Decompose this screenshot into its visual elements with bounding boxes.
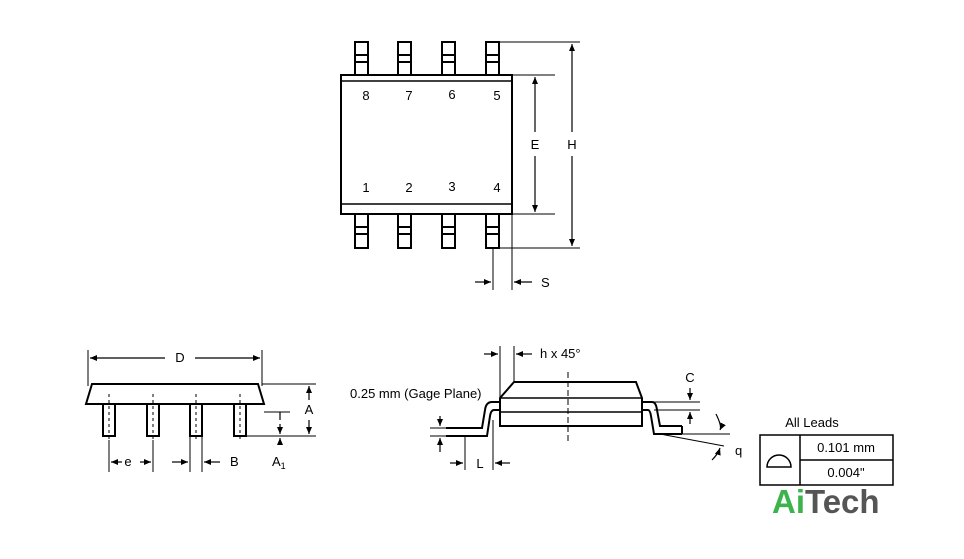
all-leads-label: All Leads: [785, 415, 839, 430]
pin-5-label: 5: [493, 88, 500, 103]
dim-a1-label: A1: [272, 454, 286, 471]
aitech-logo: AiTech: [772, 483, 880, 520]
dim-d-label: D: [175, 350, 184, 365]
side-view: [84, 350, 316, 472]
dim-b-label: B: [230, 454, 239, 469]
pin-3-label: 3: [448, 179, 455, 194]
dim-a-label: A: [305, 402, 314, 417]
pin-1-label: 1: [362, 180, 369, 195]
dim-e-label: E: [531, 137, 540, 152]
side-view-labels: D A A1 e B: [124, 350, 313, 471]
coplanarity-icon: [766, 454, 792, 468]
dim-q-label: q: [735, 443, 742, 458]
dim-h-label: H: [567, 137, 576, 152]
pin-4-label: 4: [493, 180, 500, 195]
end-view-labels: h x 45° C 0.25 mm (Gage Plane) L q: [350, 346, 742, 471]
pin-8-label: 8: [362, 88, 369, 103]
top-leads: [354, 41, 500, 76]
logo-part-ai: Ai: [772, 483, 805, 520]
pin-2-label: 2: [405, 180, 412, 195]
chamfer-label: h x 45°: [540, 346, 581, 361]
top-view: [340, 41, 580, 290]
dim-c-label: C: [685, 370, 694, 385]
gage-plane-label: 0.25 mm (Gage Plane): [350, 386, 482, 401]
pin-7-label: 7: [405, 88, 412, 103]
coplanarity-metric: 0.101 mm: [817, 440, 875, 455]
dim-pitch-label: e: [124, 454, 131, 469]
bottom-leads: [354, 213, 500, 249]
dim-l-label: L: [476, 456, 483, 471]
package-body-end: [499, 381, 643, 427]
logo-part-tech: Tech: [805, 483, 880, 520]
pin-6-label: 6: [448, 87, 455, 102]
logo-text: AiTech: [772, 483, 880, 520]
coplanarity-callout: All Leads 0.101 mm 0.004": [759, 415, 894, 486]
package-body-top: [340, 74, 513, 215]
coplanarity-imperial: 0.004": [827, 465, 865, 480]
end-view: [430, 346, 730, 470]
dim-s-label: S: [541, 275, 550, 290]
top-view-labels: 8 7 6 5 1 2 3 4 E H S: [362, 87, 576, 290]
package-body-side: [84, 383, 266, 405]
